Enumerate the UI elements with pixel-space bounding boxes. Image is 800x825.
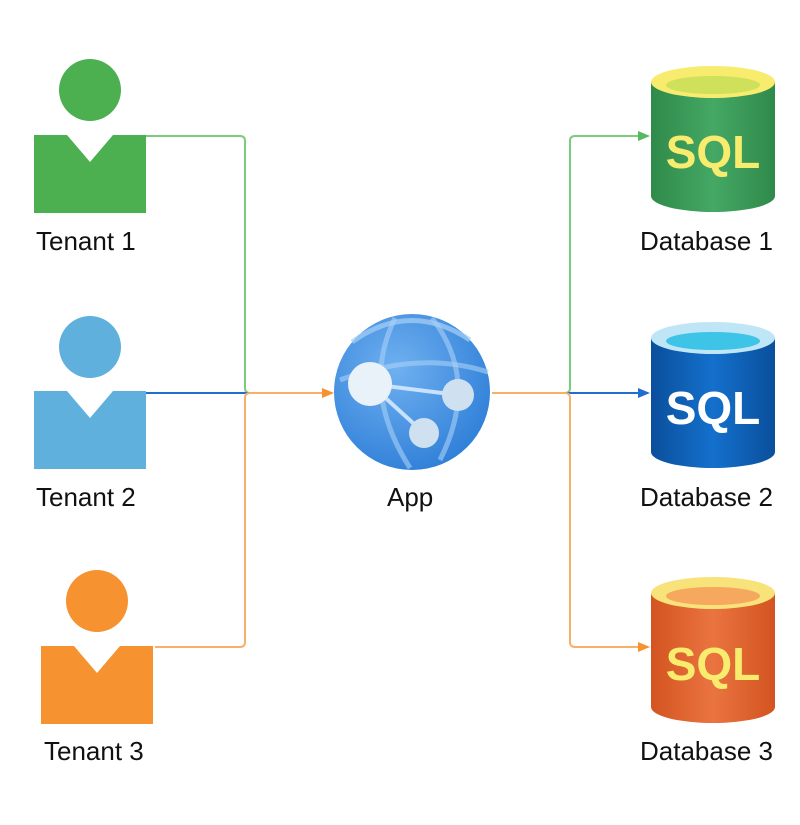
connector-tenant1-app <box>146 135 326 394</box>
connector-tenant3-app <box>155 388 334 648</box>
tenant-3-user-icon <box>41 570 153 724</box>
connector-app-db1 <box>492 131 650 394</box>
database-3-label: Database 3 <box>640 736 773 766</box>
tenant-connectors <box>146 135 334 648</box>
tenant-1-label: Tenant 1 <box>36 226 136 256</box>
tenant-1-user-icon <box>34 59 146 213</box>
tenant-2-label: Tenant 2 <box>36 482 136 512</box>
database-1-sql-icon: SQL <box>651 66 775 212</box>
database-3-sql-badge: SQL <box>666 638 761 690</box>
database-2-sql-badge: SQL <box>666 382 761 434</box>
database-2-sql-icon: SQL <box>651 322 775 468</box>
app-globe-icon <box>334 314 490 470</box>
connector-app-db3 <box>492 392 650 652</box>
tenant-3-label: Tenant 3 <box>44 736 144 766</box>
database-1-label: Database 1 <box>640 226 773 256</box>
app-label: App <box>387 482 434 512</box>
database-1-sql-badge: SQL <box>666 126 761 178</box>
database-2-label: Database 2 <box>640 482 773 512</box>
database-3-sql-icon: SQL <box>651 577 775 723</box>
database-connectors <box>492 131 650 652</box>
tenant-2-user-icon <box>34 316 146 469</box>
